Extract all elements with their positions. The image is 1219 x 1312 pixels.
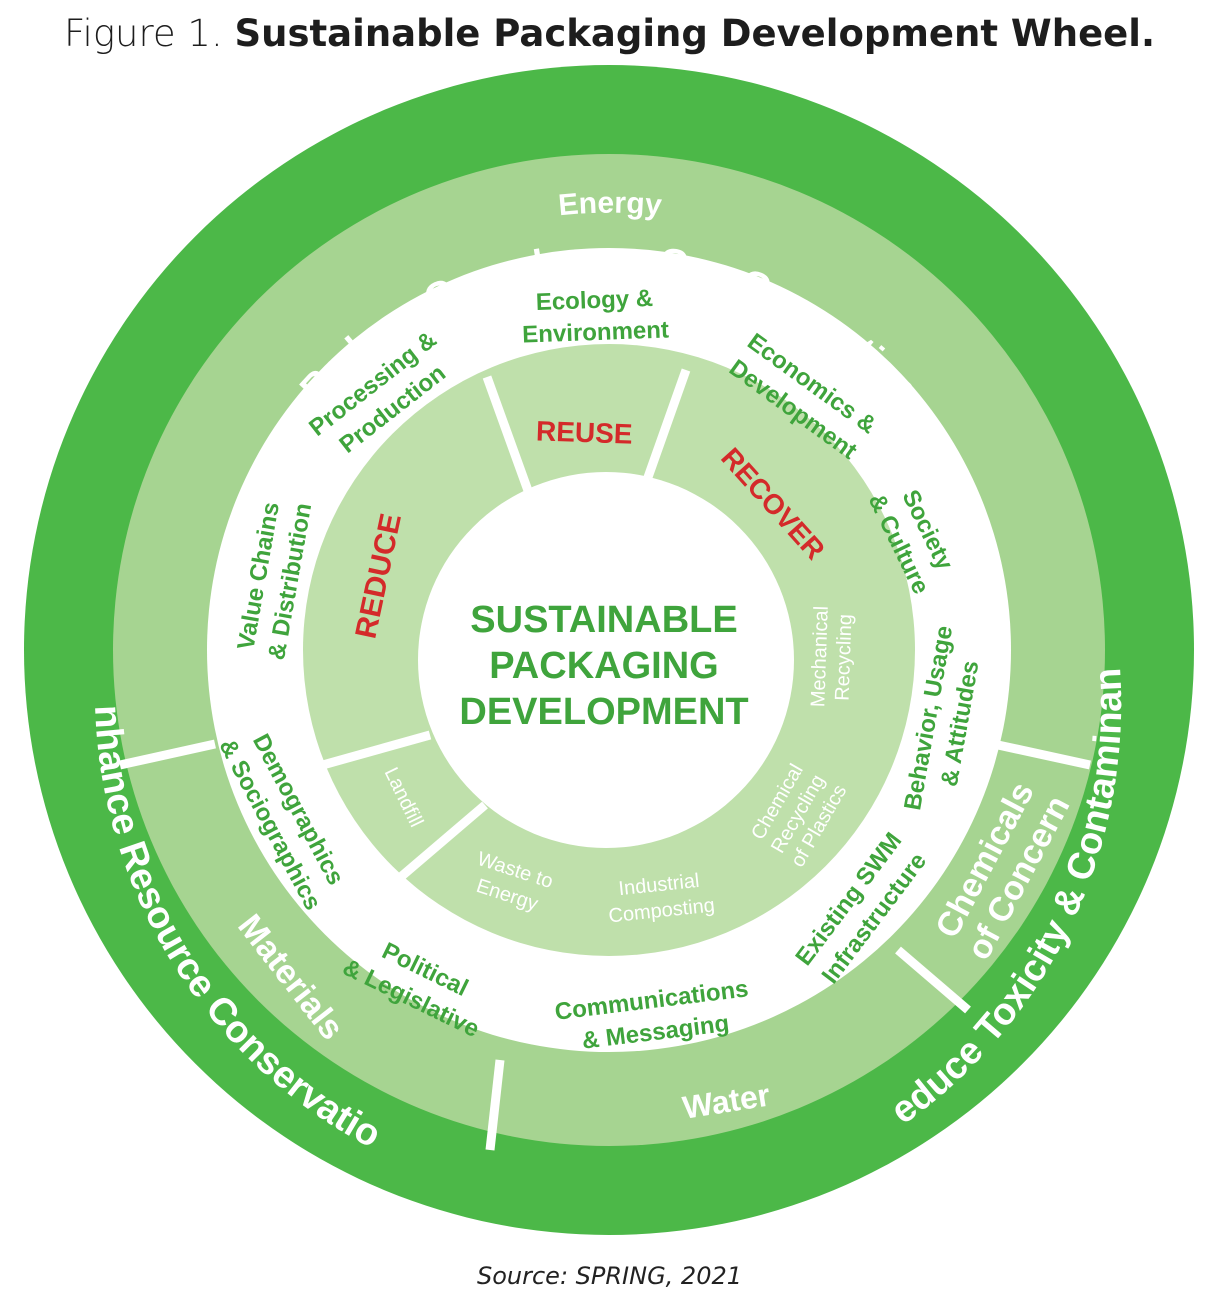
figure-source: Source: SPRING, 2021 bbox=[476, 1262, 743, 1290]
mechanical-recycling-label: Mechanical Recycling bbox=[807, 606, 856, 708]
center-title: SUSTAINABLE PACKAGING DEVELOPMENT bbox=[459, 599, 748, 733]
inner-ring-dividers bbox=[310, 368, 691, 897]
center-line2: PACKAGING bbox=[489, 645, 718, 687]
mechanical-recycling-line1: Mechanical bbox=[807, 606, 833, 708]
ecology-line1: Ecology & bbox=[535, 285, 653, 316]
second-ring-dividers bbox=[119, 739, 1091, 1151]
reuse-label: REUSE bbox=[536, 415, 633, 449]
ecology-label: Ecology & Environment bbox=[522, 285, 670, 349]
energy-label: Energy bbox=[557, 187, 664, 223]
ecology-line2: Environment bbox=[522, 316, 670, 348]
center-line3: DEVELOPMENT bbox=[459, 691, 748, 733]
figure-label: Figure 1. bbox=[63, 12, 223, 55]
figure-title: Figure 1. Sustainable Packaging Developm… bbox=[0, 12, 1219, 55]
center-line1: SUSTAINABLE bbox=[470, 599, 737, 641]
mechanical-recycling-line2: Recycling bbox=[831, 614, 856, 701]
center-circle bbox=[418, 472, 794, 848]
figure-title-text: Sustainable Packaging Development Wheel. bbox=[234, 12, 1156, 55]
